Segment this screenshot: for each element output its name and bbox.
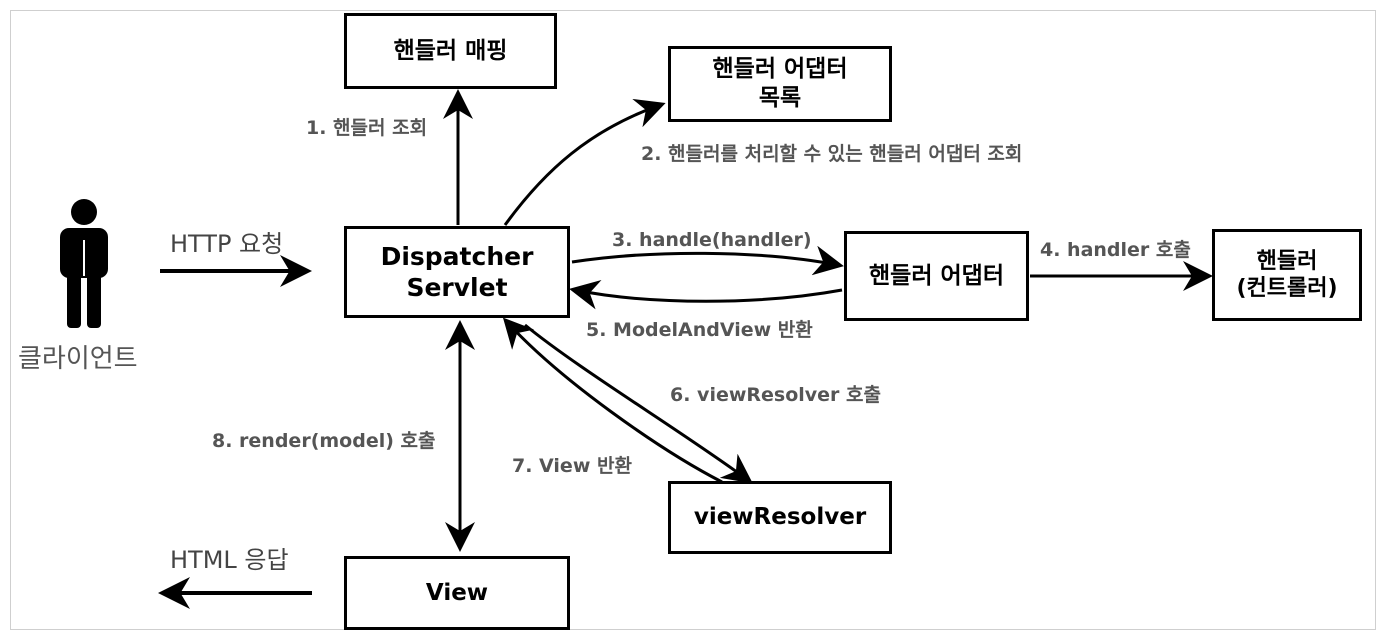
person-icon: [60, 199, 108, 328]
html-response-label: HTML 응답: [170, 546, 289, 574]
step3-arrow: [571, 245, 844, 276]
dispatcher-label-line2: Servlet: [406, 273, 508, 302]
step5-arrow: [569, 279, 843, 310]
handler-box: 핸들러 (컨트롤러): [1212, 229, 1362, 321]
step2-arrow: [503, 98, 666, 226]
handler-mapping-label: 핸들러 매핑: [393, 37, 508, 64]
step7-label: 7. View 반환: [512, 455, 632, 477]
view-label: View: [425, 579, 489, 606]
step3-label: 3. handle(handler): [612, 229, 812, 251]
dispatcher-servlet-box: Dispatcher Servlet: [344, 226, 570, 318]
view-resolver-label: viewResolver: [693, 504, 867, 531]
handler-adapter-label: 핸들러 어댑터: [869, 262, 1004, 289]
handler-mapping-box: 핸들러 매핑: [344, 13, 557, 89]
step4-label: 4. handler 호출: [1040, 239, 1191, 261]
step1-label: 1. 핸들러 조회: [306, 117, 428, 139]
step6-label: 6. viewResolver 호출: [670, 384, 881, 406]
dispatcher-label-line1: Dispatcher: [380, 241, 534, 271]
step5-label: 5. ModelAndView 반환: [586, 319, 813, 341]
step8-label: 8. render(model) 호출: [212, 430, 436, 452]
step6-arrow: [524, 323, 753, 484]
view-box: View: [344, 556, 570, 630]
handler-label-line2: (컨트롤러): [1236, 276, 1338, 301]
step7-arrow: [502, 317, 723, 484]
step2-label: 2. 핸들러를 처리할 수 있는 핸들러 어댑터 조회: [641, 143, 1023, 165]
adapter-list-box: 핸들러 어댑터 목록: [668, 46, 892, 122]
view-resolver-box: viewResolver: [668, 481, 892, 554]
handler-label-line1: 핸들러: [1256, 248, 1318, 274]
client-label: 클라이언트: [18, 344, 138, 374]
http-request-label: HTTP 요청: [170, 230, 284, 258]
adapter-list-label-line1: 핸들러 어댑터: [712, 56, 848, 83]
handler-adapter-box: 핸들러 어댑터: [844, 231, 1029, 321]
adapter-list-label-line2: 목록: [758, 85, 802, 111]
